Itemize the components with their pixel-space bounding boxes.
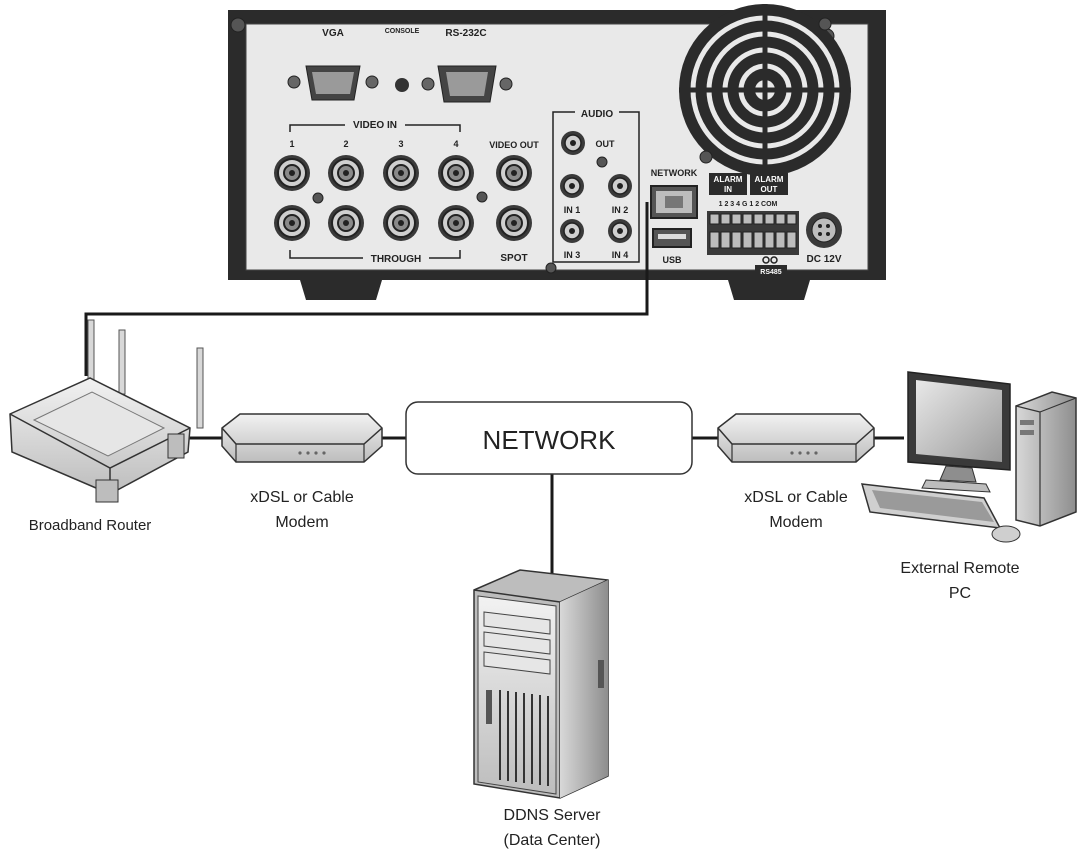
modem-left-icon bbox=[221, 413, 383, 463]
dvr-rear-panel: VGA CONSOLE RS-232C VIDEO IN 1 2 3 4 bbox=[228, 4, 886, 300]
through-label: THROUGH bbox=[371, 254, 422, 265]
audio-out-label: OUT bbox=[596, 139, 616, 149]
console-label: CONSOLE bbox=[385, 28, 420, 35]
alarm-in-label-bottom: IN bbox=[724, 185, 732, 194]
alarm-out-label-top: ALARM bbox=[755, 175, 784, 184]
server-label-line1: DDNS Server bbox=[504, 807, 602, 824]
remote-pc-icon bbox=[860, 371, 1077, 543]
video-in-label: VIDEO IN bbox=[353, 120, 397, 131]
modem-right-label-line2: Modem bbox=[769, 514, 822, 531]
alarm-out-label-bottom: OUT bbox=[761, 185, 778, 194]
server-label-line2: (Data Center) bbox=[504, 832, 601, 849]
channel-2-label: 2 bbox=[343, 139, 348, 149]
channel-3-label: 3 bbox=[398, 139, 403, 149]
audio-in2-label: IN 2 bbox=[612, 205, 629, 215]
modem-left-label-line1: xDSL or Cable bbox=[250, 489, 354, 506]
rs232c-label: RS-232C bbox=[445, 28, 486, 39]
cable-dvr-to-router bbox=[84, 202, 649, 376]
channel-1-label: 1 bbox=[289, 139, 294, 149]
dc-label: DC 12V bbox=[806, 254, 841, 265]
dvr-foot-right bbox=[728, 280, 810, 300]
spot-label: SPOT bbox=[500, 253, 527, 264]
dc-power-jack bbox=[806, 212, 842, 248]
network-port-label: NETWORK bbox=[651, 168, 698, 178]
usb-label: USB bbox=[662, 255, 682, 265]
audio-label: AUDIO bbox=[581, 109, 613, 120]
audio-in4-label: IN 4 bbox=[612, 250, 629, 260]
video-out-connector bbox=[495, 154, 533, 192]
fan-grille bbox=[679, 4, 851, 176]
modem-left-label-line2: Modem bbox=[275, 514, 328, 531]
pc-label-line2: PC bbox=[949, 585, 971, 602]
audio-section: AUDIO OUT IN 1 IN 2 IN 3 IN 4 bbox=[552, 106, 640, 263]
alarm-terminal-block: ALARM IN ALARM OUT 1 2 3 4 G 1 2 COM RS4… bbox=[707, 173, 799, 277]
audio-in3-label: IN 3 bbox=[564, 250, 581, 260]
vga-label: VGA bbox=[322, 28, 344, 39]
modem-right-icon bbox=[717, 413, 875, 463]
usb-port bbox=[652, 228, 692, 248]
network-cloud: NETWORK bbox=[405, 401, 693, 475]
rs485-label: RS485 bbox=[760, 269, 782, 276]
spot-connector bbox=[495, 204, 533, 242]
network-port bbox=[650, 185, 698, 219]
network-label: NETWORK bbox=[483, 425, 617, 455]
dvr-foot-left bbox=[300, 280, 382, 300]
vga-port bbox=[287, 65, 379, 101]
router-label: Broadband Router bbox=[29, 517, 152, 534]
rs232c-port bbox=[421, 65, 513, 103]
pc-label-line1: External Remote bbox=[900, 560, 1019, 577]
ddns-server-icon bbox=[473, 569, 609, 799]
alarm-pins-label: 1 2 3 4 G 1 2 COM bbox=[719, 201, 778, 208]
video-out-label: VIDEO OUT bbox=[489, 140, 539, 150]
alarm-in-label-top: ALARM bbox=[714, 175, 743, 184]
modem-right-label-line1: xDSL or Cable bbox=[744, 489, 848, 506]
audio-in1-label: IN 1 bbox=[564, 205, 581, 215]
broadband-router-icon bbox=[9, 319, 204, 503]
console-port bbox=[395, 78, 409, 92]
channel-4-label: 4 bbox=[453, 139, 458, 149]
